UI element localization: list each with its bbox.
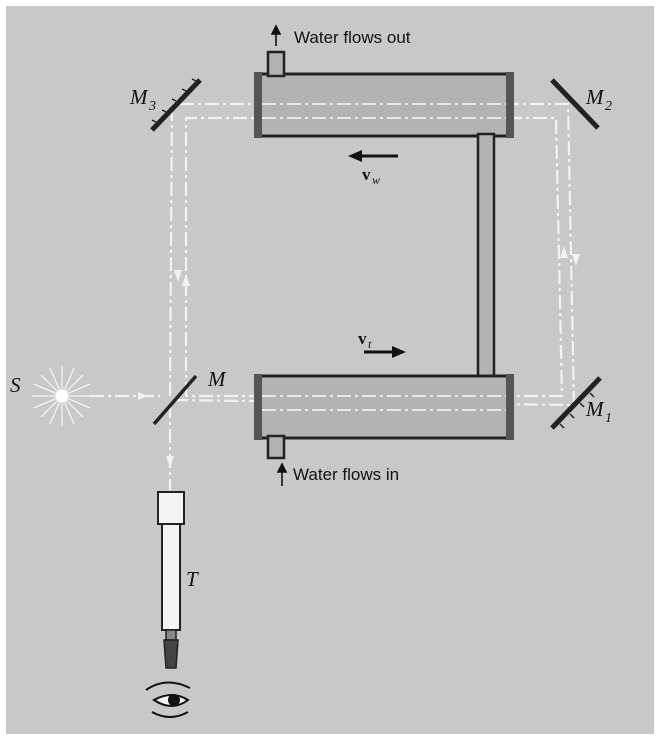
- arrow-to-telescope: [166, 456, 174, 468]
- mirror-m2-label: M: [585, 85, 605, 109]
- outlet-pipe: [266, 50, 286, 78]
- inlet-pipe: [266, 434, 286, 460]
- cap-top-right: [506, 72, 514, 138]
- flow-in-head: [276, 462, 288, 473]
- mirror-m3-label: M: [129, 85, 149, 109]
- mirror-m1-surface: [550, 376, 602, 430]
- vector-v-t: v t: [358, 329, 406, 358]
- v-t-symbol: v: [358, 329, 367, 348]
- telescope-focus: [165, 629, 177, 641]
- eyebrow: [145, 681, 191, 691]
- arrow-left-down: [174, 270, 182, 282]
- arrow-source: [138, 392, 148, 400]
- telescope-objective: [157, 491, 185, 525]
- v-w-subscript: w: [372, 173, 380, 187]
- pupil: [168, 694, 180, 706]
- telescope-eyepiece: [163, 639, 179, 669]
- arrow-right-up: [560, 246, 568, 258]
- flow-arrow-icon: [270, 24, 288, 486]
- arrow-right-down: [572, 254, 580, 266]
- beam-splitter-label: M: [207, 367, 227, 391]
- mirror-m3-surface: [150, 78, 202, 132]
- cap-bottom-left: [254, 374, 262, 440]
- arrow-left-up: [182, 274, 190, 286]
- water-in-label: Water flows in: [293, 465, 399, 484]
- cap-top-left: [254, 72, 262, 138]
- beam-splitter: [152, 374, 198, 426]
- beams-in-tubes: [262, 103, 506, 411]
- vector-v-w: v w: [348, 150, 398, 187]
- mirror-m1-sub: 1: [605, 411, 612, 426]
- telescope-tube: [161, 523, 181, 631]
- water-tube: [254, 50, 514, 460]
- v-w-symbol: v: [362, 165, 371, 184]
- connecting-pipe: [476, 132, 496, 380]
- v-t-subscript: t: [368, 337, 372, 351]
- flow-out-head: [270, 24, 282, 35]
- bottom-tube: [256, 374, 512, 440]
- cap-bottom-right: [506, 374, 514, 440]
- telescope-icon: [157, 491, 185, 669]
- light-path-outer: [168, 102, 576, 407]
- telescope-label: T: [186, 567, 199, 591]
- water-out-label: Water flows out: [294, 28, 411, 47]
- mirror-m2-sub: 2: [605, 99, 612, 114]
- mirror-m2-surface: [550, 78, 600, 130]
- source-label: S: [10, 373, 21, 397]
- mirror-m1-label: M: [585, 397, 605, 421]
- v-t-head: [392, 346, 406, 358]
- mirror-m1: [550, 376, 602, 430]
- mirror-m3-sub: 3: [148, 99, 156, 114]
- light-source-icon: [32, 366, 92, 426]
- eye-icon: [145, 681, 191, 718]
- v-w-head: [348, 150, 362, 162]
- mirror-m3: [150, 78, 202, 132]
- eye-lower: [151, 711, 189, 718]
- mirror-m2: [550, 78, 600, 130]
